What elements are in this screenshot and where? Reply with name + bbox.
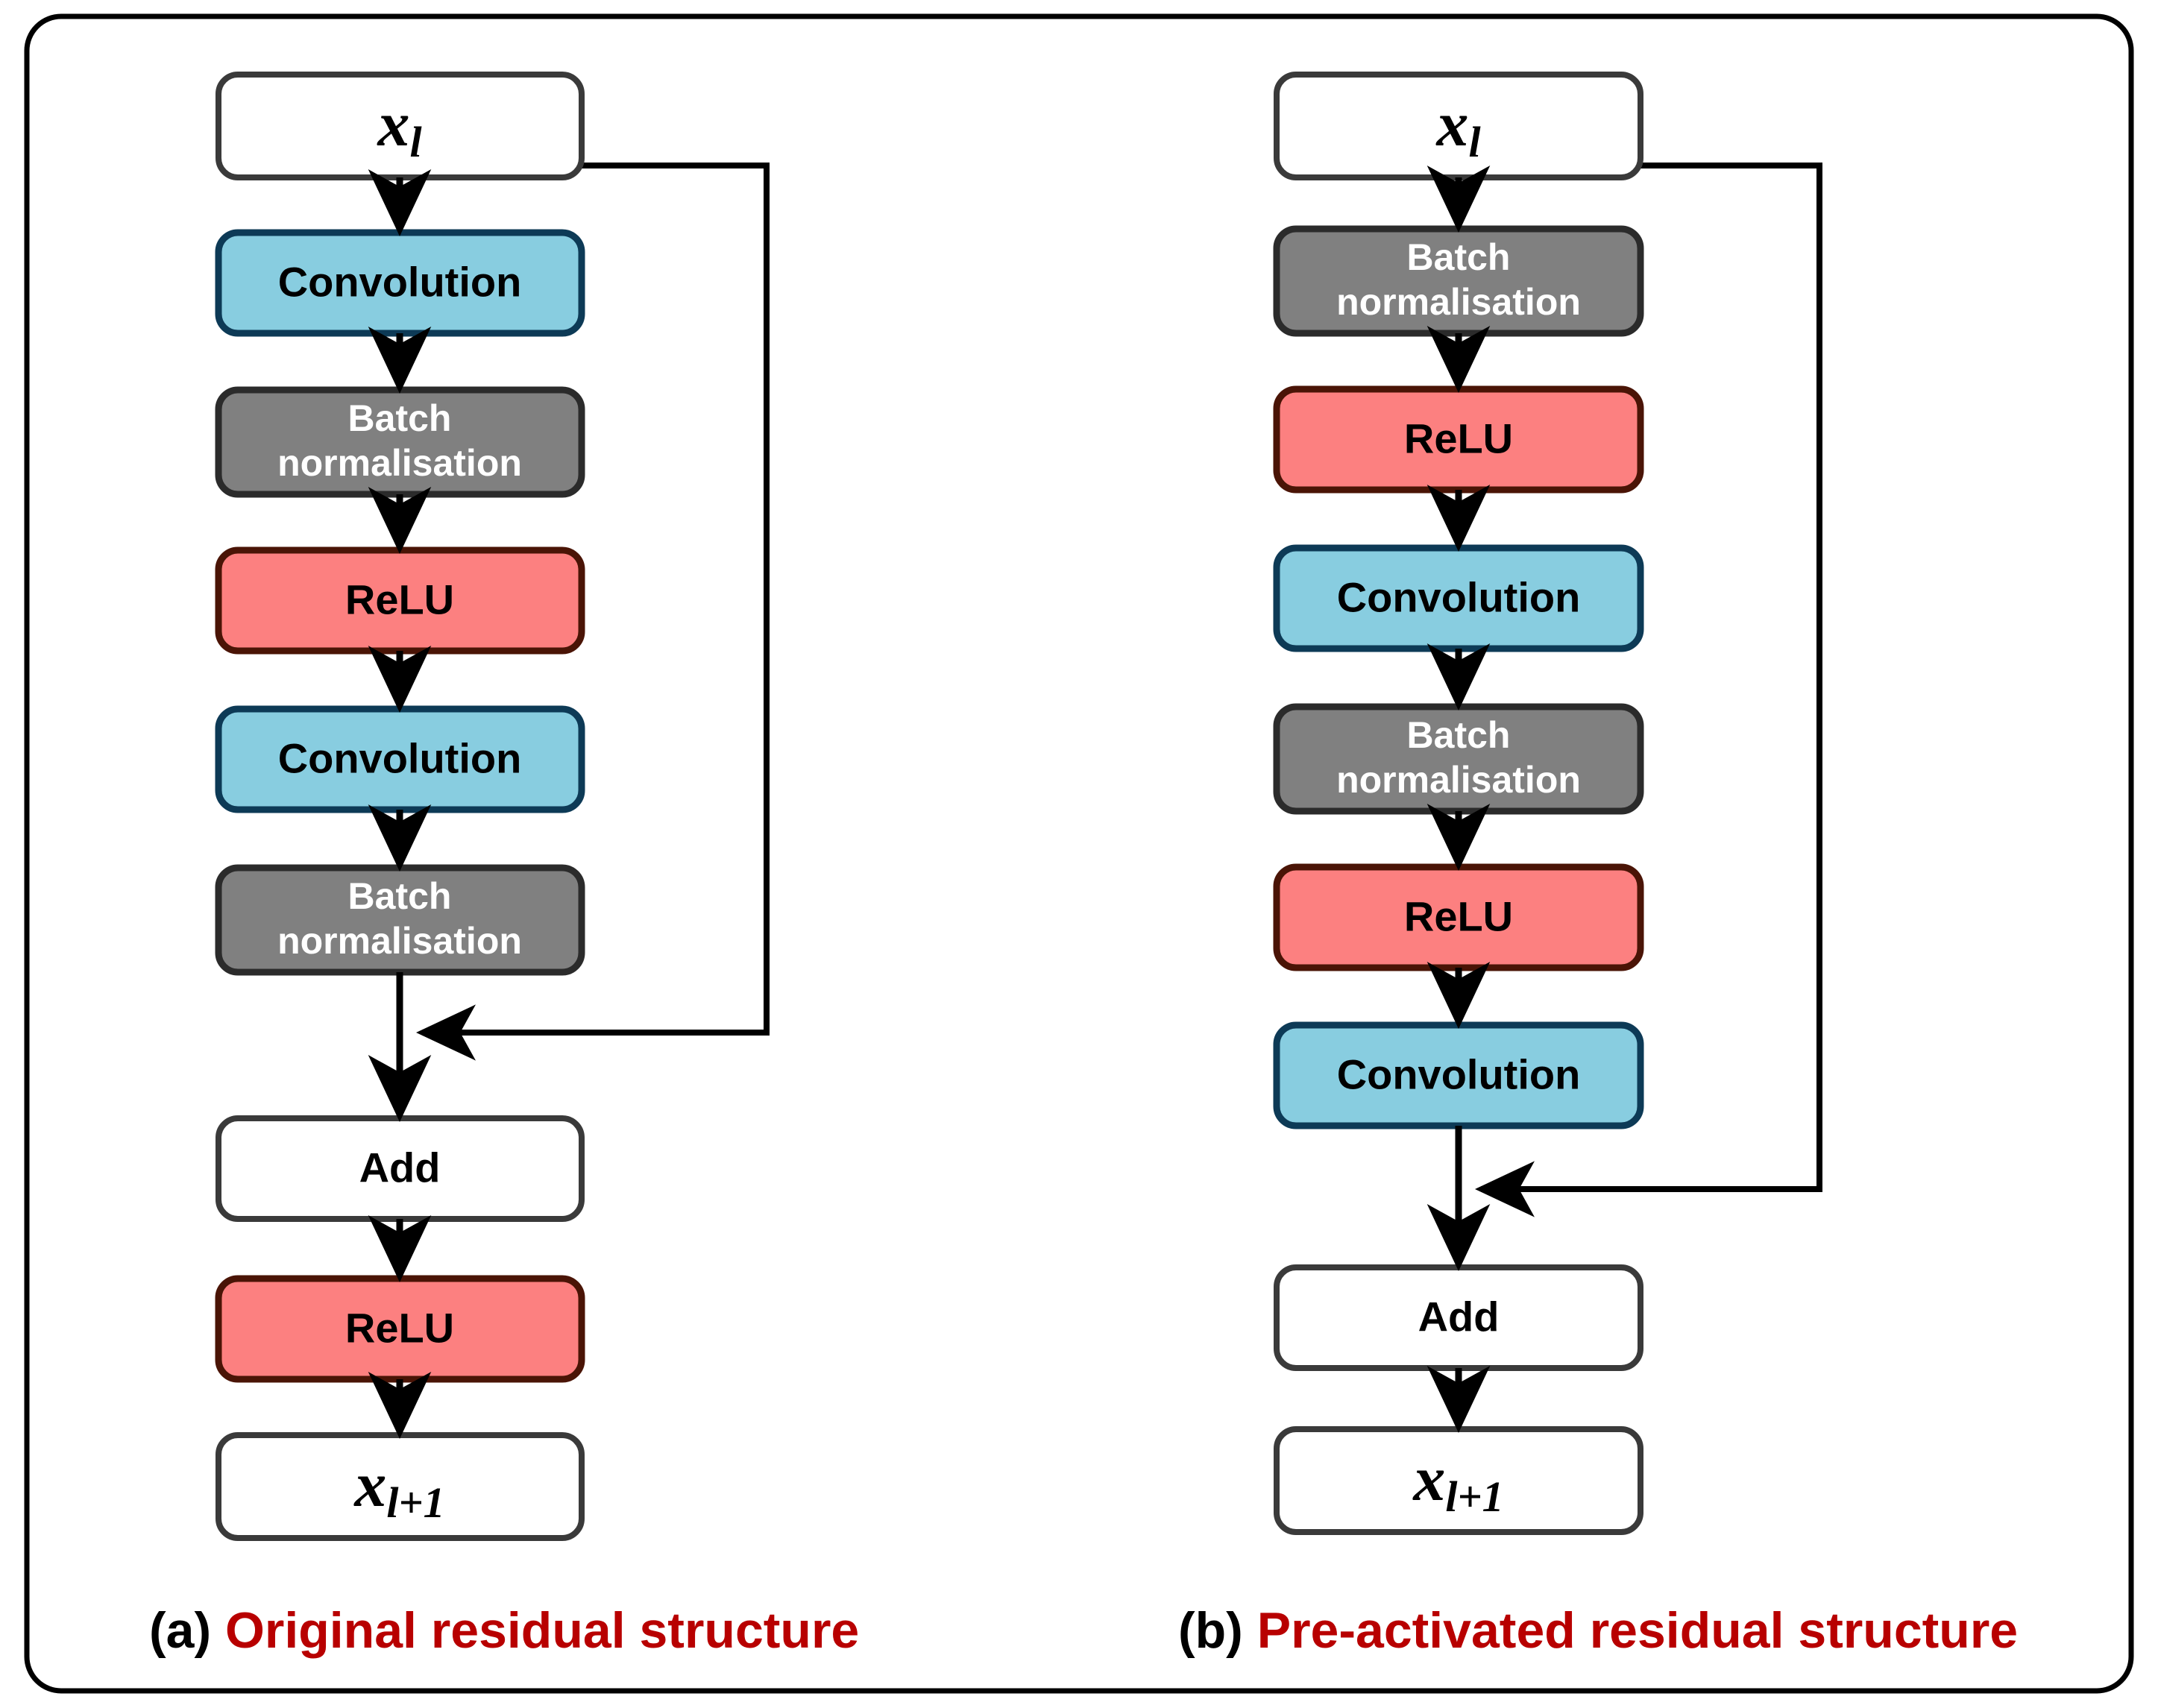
node-label: xl+1 bbox=[353, 1449, 444, 1528]
node-label: Add bbox=[1418, 1293, 1500, 1340]
node-a-relu2[interactable]: ReLU bbox=[215, 1275, 585, 1383]
node-label: ReLU bbox=[345, 576, 454, 623]
node-a-conv1[interactable]: Convolution bbox=[215, 229, 585, 337]
node-label-line1: Batch bbox=[1407, 714, 1511, 756]
node-label: ReLU bbox=[1404, 892, 1513, 939]
node-label: Add bbox=[359, 1144, 441, 1191]
caption-text: (a) Original residual structure bbox=[149, 1602, 859, 1659]
panel-a-caption: (a) Original residual structure bbox=[149, 1602, 859, 1659]
node-label-line1: Batch bbox=[348, 397, 452, 439]
panel-a: xlConvolutionBatchnormalisationReLUConvo… bbox=[215, 72, 770, 1541]
node-b-relu1[interactable]: ReLU bbox=[1273, 385, 1644, 494]
node-label-line2: normalisation bbox=[277, 442, 522, 484]
node-label-line2: normalisation bbox=[1336, 281, 1581, 323]
node-b-add[interactable]: Add bbox=[1274, 1264, 1643, 1371]
node-b-relu2[interactable]: ReLU bbox=[1273, 863, 1644, 971]
node-label-line1: Batch bbox=[348, 875, 452, 917]
panel-b: xlBatchnormalisationReLUConvolutionBatch… bbox=[1273, 72, 1822, 1535]
node-label: Convolution bbox=[278, 734, 522, 781]
figure-border bbox=[24, 13, 2134, 1694]
node-label: Convolution bbox=[1337, 1050, 1581, 1097]
node-a-output[interactable]: xl+1 bbox=[216, 1432, 585, 1541]
node-label-line2: normalisation bbox=[1336, 759, 1581, 801]
node-label-line1: Batch bbox=[1407, 236, 1511, 278]
node-label: ReLU bbox=[1404, 415, 1513, 461]
node-b-input[interactable]: xl bbox=[1274, 72, 1643, 180]
node-label: ReLU bbox=[345, 1304, 454, 1351]
node-label: Convolution bbox=[1337, 573, 1581, 620]
node-label: xl+1 bbox=[1412, 1443, 1503, 1522]
node-b-conv2[interactable]: Convolution bbox=[1273, 1021, 1644, 1129]
node-a-input[interactable]: xl bbox=[216, 72, 585, 180]
captions-layer: (a) Original residual structure (b) Pre-a… bbox=[149, 1602, 2018, 1659]
node-b-output[interactable]: xl+1 bbox=[1274, 1426, 1643, 1535]
node-label: xl bbox=[376, 88, 422, 167]
node-label: Convolution bbox=[278, 258, 522, 305]
caption-text: (b) Pre-activated residual structure bbox=[1178, 1602, 2018, 1659]
node-a-relu1[interactable]: ReLU bbox=[215, 546, 585, 655]
node-a-add[interactable]: Add bbox=[216, 1115, 585, 1222]
panel-b-caption: (b) Pre-activated residual structure bbox=[1178, 1602, 2018, 1659]
node-label-line2: normalisation bbox=[277, 920, 522, 962]
node-label: xl bbox=[1435, 88, 1481, 167]
node-b-conv1[interactable]: Convolution bbox=[1273, 544, 1644, 652]
panels-layer: xlConvolutionBatchnormalisationReLUConvo… bbox=[215, 72, 1822, 1541]
node-a-conv2[interactable]: Convolution bbox=[215, 705, 585, 813]
